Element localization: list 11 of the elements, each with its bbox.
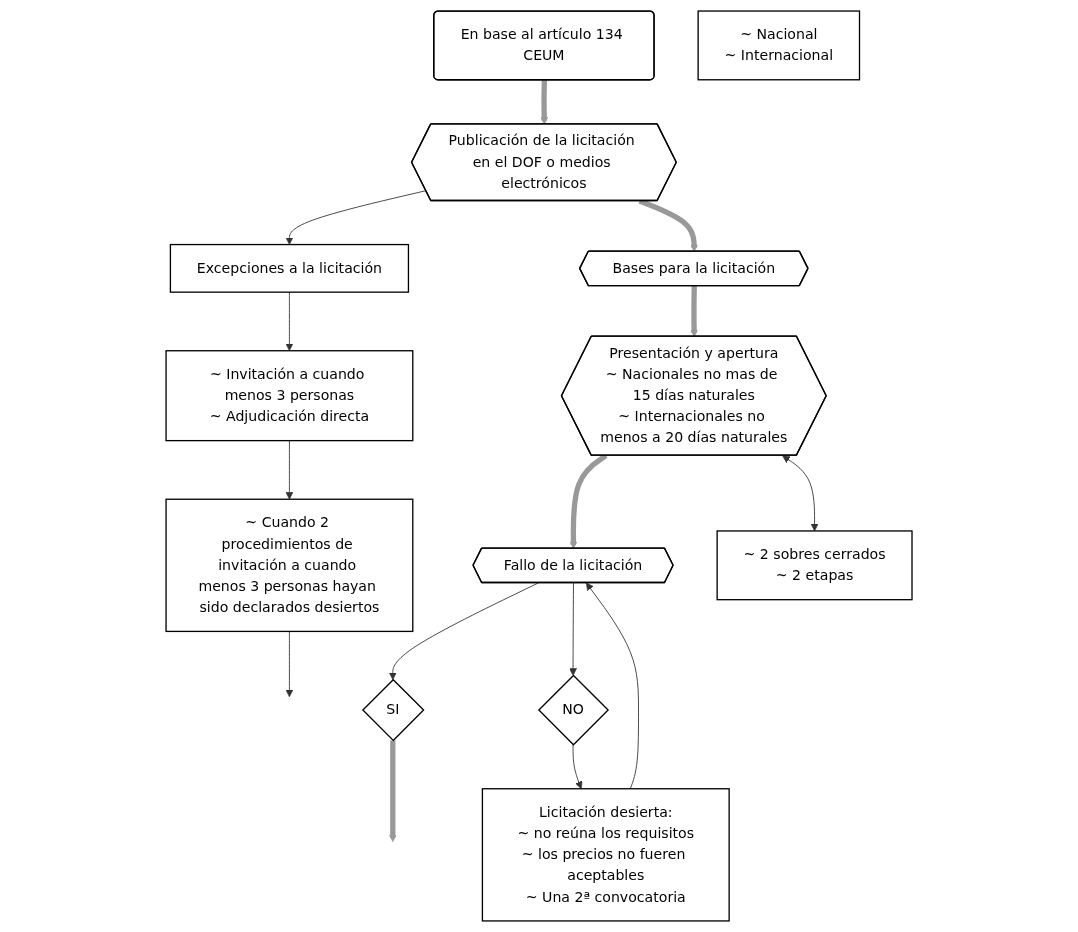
node-box: ~ 2 sobres cerrados ~ 2 etapas [716,530,913,601]
arrow [388,740,397,842]
node-box: ~ Invitación a cuando menos 3 personas ~ Adjudicación directa [165,350,414,442]
node-box: ~ Cuando 2 procedimientos de invitación a cuando menos 3 personas hayan sido declarados desiertos [165,498,414,633]
arrow [690,285,698,337]
arrow [540,80,549,125]
node-box: ~ Nacional ~ Internacional [697,10,861,81]
node-box: Excepciones a la licitación [169,243,410,293]
node-diamond: NO [537,674,609,746]
node-diamond: SI [361,678,425,742]
node-box: Licitación desierta: ~ no reúna los requisitos ~ los precios no fueren aceptables ~ Una 2ª convocatoria [481,788,730,922]
